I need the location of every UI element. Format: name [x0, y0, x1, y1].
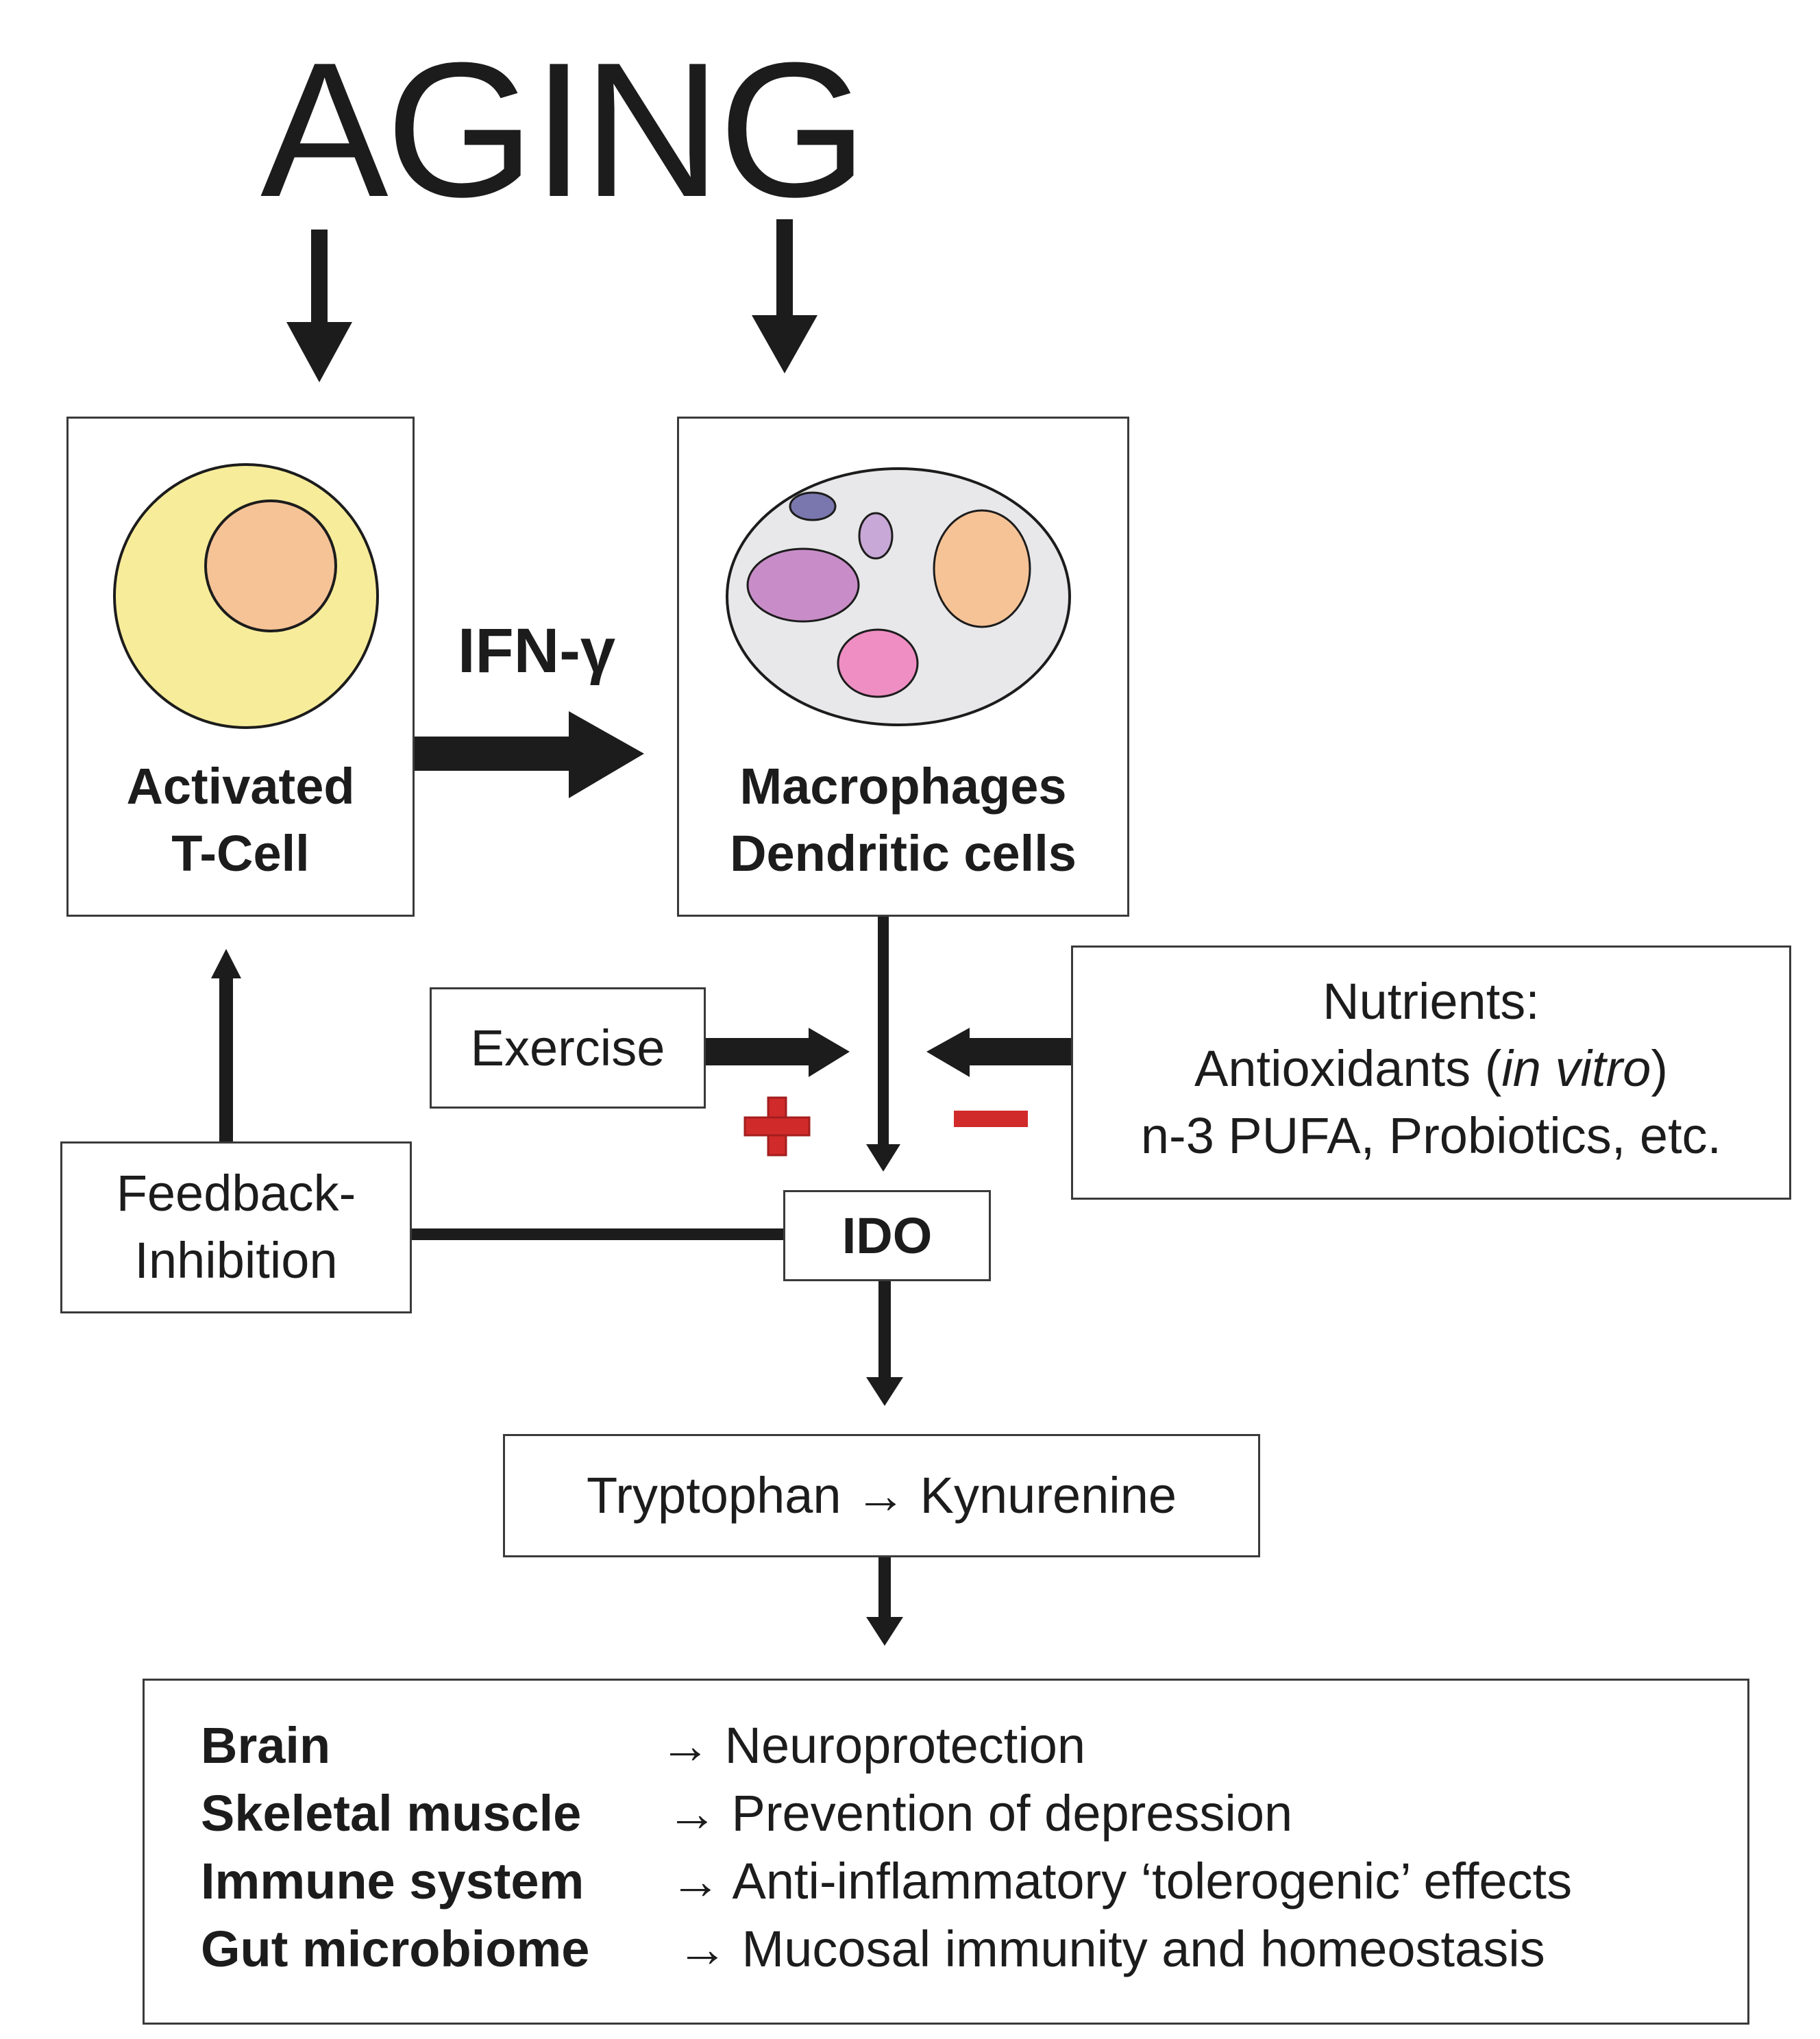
ifn-gamma-label: IFN-γ	[458, 616, 615, 686]
minus-sign-icon	[954, 1111, 1028, 1127]
ido-feedback-line	[411, 1228, 785, 1240]
nutrients-arrow	[926, 1028, 1072, 1077]
pathway-label: Tryptophan → Kynurenine	[586, 1467, 1177, 1524]
tryptophan-to-outcomes-arrow	[866, 1554, 903, 1646]
ido-label: IDO	[841, 1207, 933, 1264]
macrophage-icon	[726, 467, 1071, 726]
outcome-organ: Skeletal muscle	[201, 1785, 582, 1842]
aging-to-tcell-arrow	[286, 230, 352, 382]
feedback-label-line1: Feedback-	[116, 1165, 356, 1222]
outcome-effect: → Prevention of depression	[667, 1785, 1293, 1842]
macrophage-label-line2: Dendritic cells	[730, 825, 1077, 882]
outcome-effect: → Mucosal immunity and homeostasis	[677, 1920, 1545, 1977]
feedback-label-line2: Inhibition	[134, 1232, 338, 1289]
outcome-organ: Brain	[201, 1717, 331, 1774]
ido-to-tryptophan-arrow	[866, 1280, 903, 1406]
feedback-box: Feedback- Inhibition	[60, 1141, 412, 1313]
ido-box: IDO	[783, 1190, 991, 1281]
feedback-to-tcell-arrow	[211, 949, 241, 1144]
nutrients-box: Nutrients: Antioxidants (in vitro) n-3 P…	[1071, 946, 1791, 1200]
macrophage-label-line1: Macrophages	[739, 758, 1067, 815]
nutrients-line2: Antioxidants (in vitro)	[1194, 1040, 1668, 1097]
tcell-label-line2: T-Cell	[171, 825, 310, 882]
title-aging: AGING	[260, 23, 868, 237]
outcomes-box: Brain → Neuroprotection Skeletal muscle …	[143, 1679, 1749, 2025]
outcome-organ: Immune system	[201, 1853, 585, 1910]
outcome-effect: → Neuroprotection	[660, 1717, 1086, 1774]
plus-sign-icon	[743, 1096, 811, 1157]
exercise-label: Exercise	[470, 1020, 665, 1076]
outcome-organ: Gut microbiome	[201, 1920, 590, 1977]
exercise-box: Exercise	[430, 987, 706, 1109]
nutrients-line1: Nutrients:	[1323, 973, 1540, 1030]
tcell-icon	[113, 463, 379, 729]
tcell-box: Activated T-Cell	[66, 417, 415, 917]
aging-to-macrophage-arrow	[752, 219, 817, 373]
tcell-label-line1: Activated	[126, 758, 355, 815]
macrophage-box: Macrophages Dendritic cells	[677, 417, 1129, 917]
exercise-arrow	[706, 1028, 850, 1077]
nutrients-line3: n-3 PUFA, Probiotics, etc.	[1140, 1107, 1722, 1164]
macrophage-to-ido-arrow	[866, 917, 900, 1172]
tryptophan-box: Tryptophan → Kynurenine	[503, 1434, 1260, 1557]
outcome-effect: → Anti-inflammatory ‘tolerogenic’ effect…	[670, 1853, 1573, 1910]
ifn-gamma-arrow	[411, 711, 644, 798]
